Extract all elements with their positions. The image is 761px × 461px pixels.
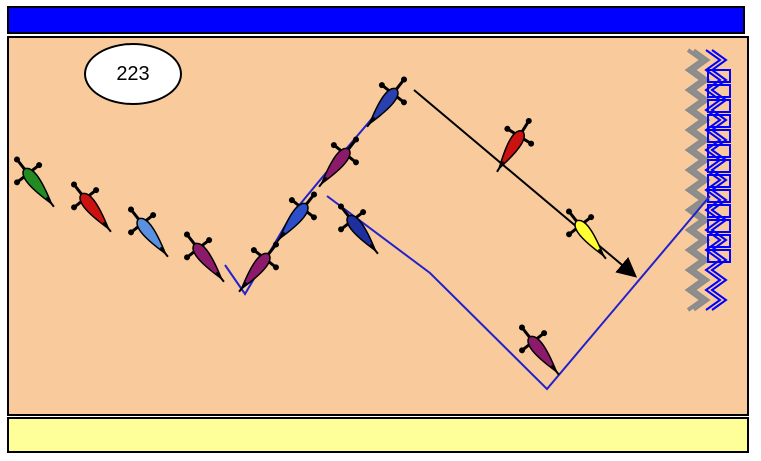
top-bar: [7, 6, 745, 34]
figure-yellow[interactable]: [554, 199, 620, 270]
figure-blue-3[interactable]: [354, 67, 420, 138]
figure-purple-4[interactable]: [507, 315, 573, 386]
figure-purple-2[interactable]: [226, 232, 292, 303]
figure-red-2[interactable]: [483, 109, 545, 180]
figure-blue-1[interactable]: [116, 197, 182, 268]
path-left-zigzag: [224, 101, 387, 296]
wall-blue-structure: [704, 49, 731, 311]
bottom-bar: [7, 417, 749, 453]
figure-blue-4[interactable]: [326, 194, 392, 265]
trajectory-arrow: [413, 89, 638, 278]
wall-grey-zigzag: [684, 48, 711, 312]
figure-purple-3[interactable]: [306, 127, 372, 198]
figure-green[interactable]: [2, 147, 68, 218]
path-right-zigzag: [326, 195, 711, 391]
figure-red-1[interactable]: [59, 172, 125, 243]
figures: [2, 67, 620, 386]
score-counter: 223: [84, 43, 182, 105]
right-wall: [684, 48, 731, 312]
figure-blue-2[interactable]: [264, 182, 330, 253]
score-value: 223: [116, 62, 150, 85]
figure-purple-1[interactable]: [172, 222, 238, 293]
